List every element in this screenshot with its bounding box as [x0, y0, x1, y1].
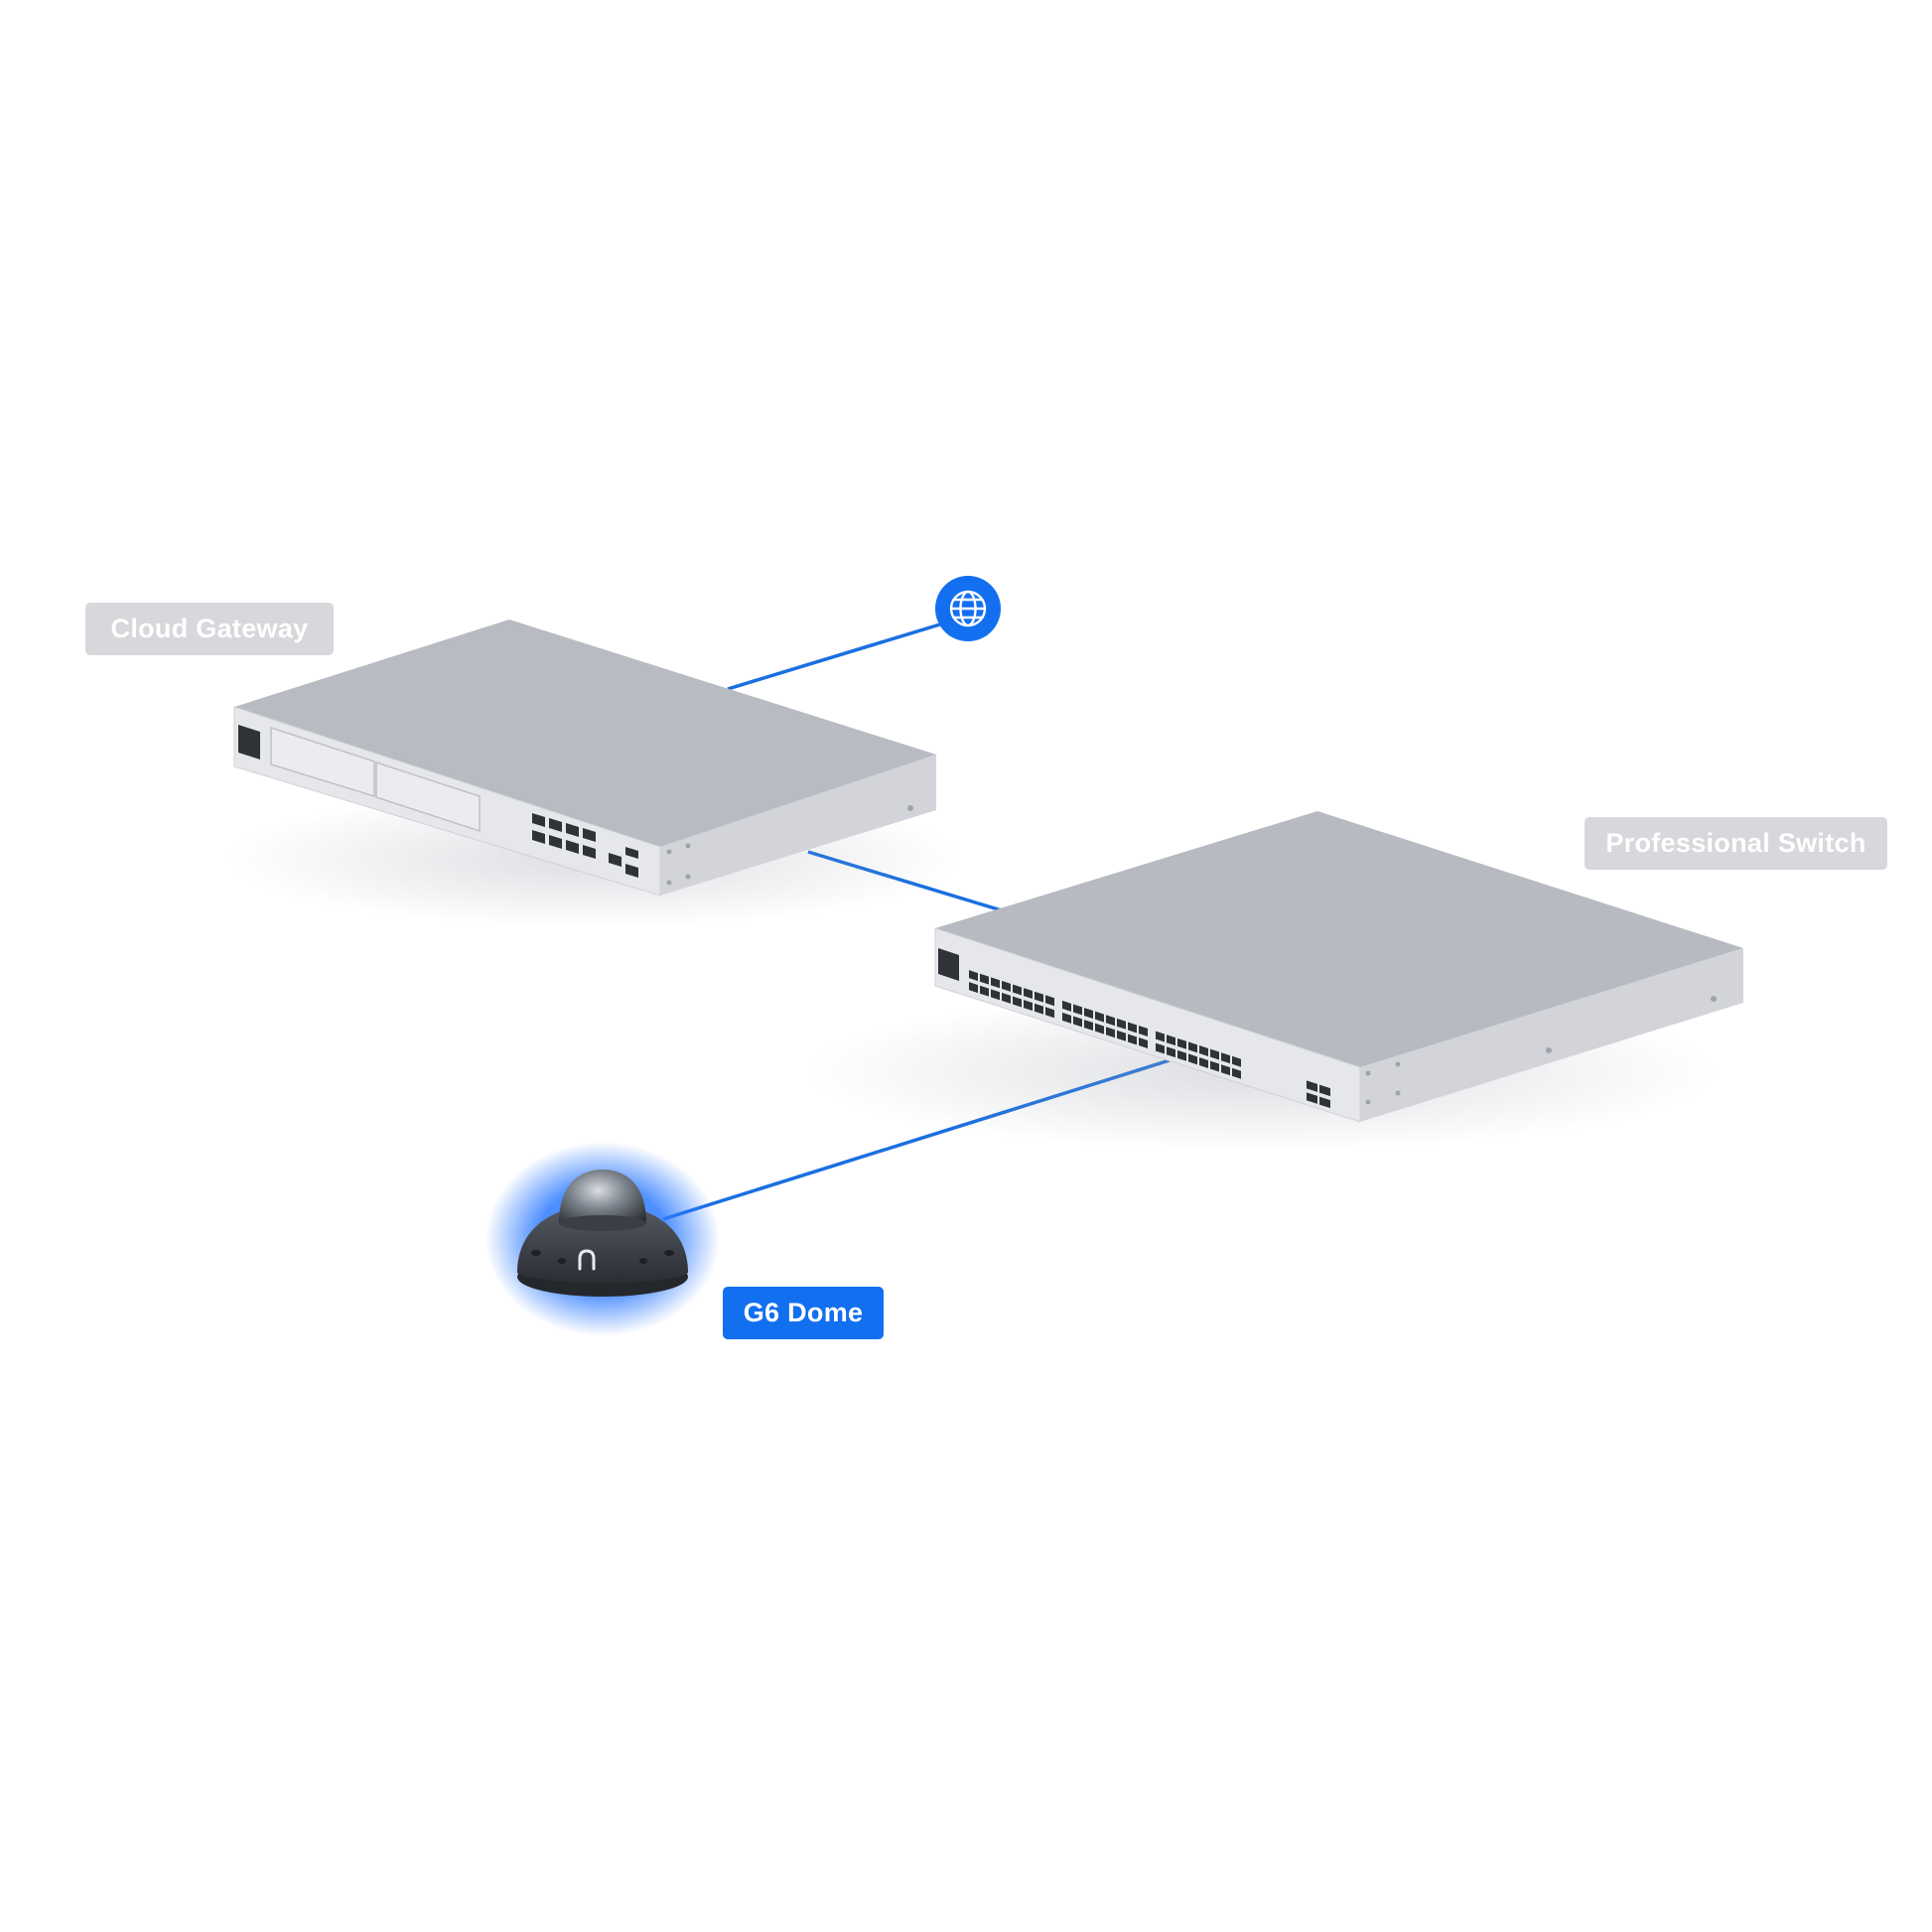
globe-icon — [949, 590, 987, 627]
gateway-drive-bay-1 — [270, 726, 375, 798]
switch-right-side — [1360, 948, 1743, 1122]
switch-ethernet-ports — [969, 970, 1241, 1079]
camera-vents — [531, 1250, 674, 1264]
switch-indicators — [1365, 996, 1717, 1105]
gateway-drive-bay-2 — [375, 760, 481, 833]
g6-dome-camera[interactable] — [485, 1142, 720, 1336]
professional-switch-device[interactable] — [804, 811, 1743, 1152]
switch-console-port — [938, 948, 959, 981]
internet-node[interactable] — [935, 576, 1001, 641]
switch-sfp-ports — [1307, 1080, 1330, 1109]
gateway-right-side — [660, 755, 936, 896]
gateway-indicators — [666, 805, 913, 886]
cloud-gateway-device[interactable] — [228, 620, 963, 928]
gateway-top-panel — [234, 620, 936, 847]
camera-logo — [578, 1249, 596, 1271]
professional-switch-label[interactable]: Professional Switch — [1585, 817, 1887, 870]
cloud-gateway-label[interactable]: Cloud Gateway — [85, 603, 334, 655]
gateway-sfp-ports — [609, 847, 638, 878]
switch-top-panel — [935, 811, 1743, 1067]
link-gateway-internet — [727, 621, 944, 691]
camera-lens-dome — [559, 1170, 646, 1229]
gateway-power-button — [238, 725, 260, 759]
switch-front-panel — [934, 927, 1361, 1123]
g6-dome-label[interactable]: G6 Dome — [723, 1287, 884, 1339]
gateway-ethernet-ports — [532, 813, 596, 859]
